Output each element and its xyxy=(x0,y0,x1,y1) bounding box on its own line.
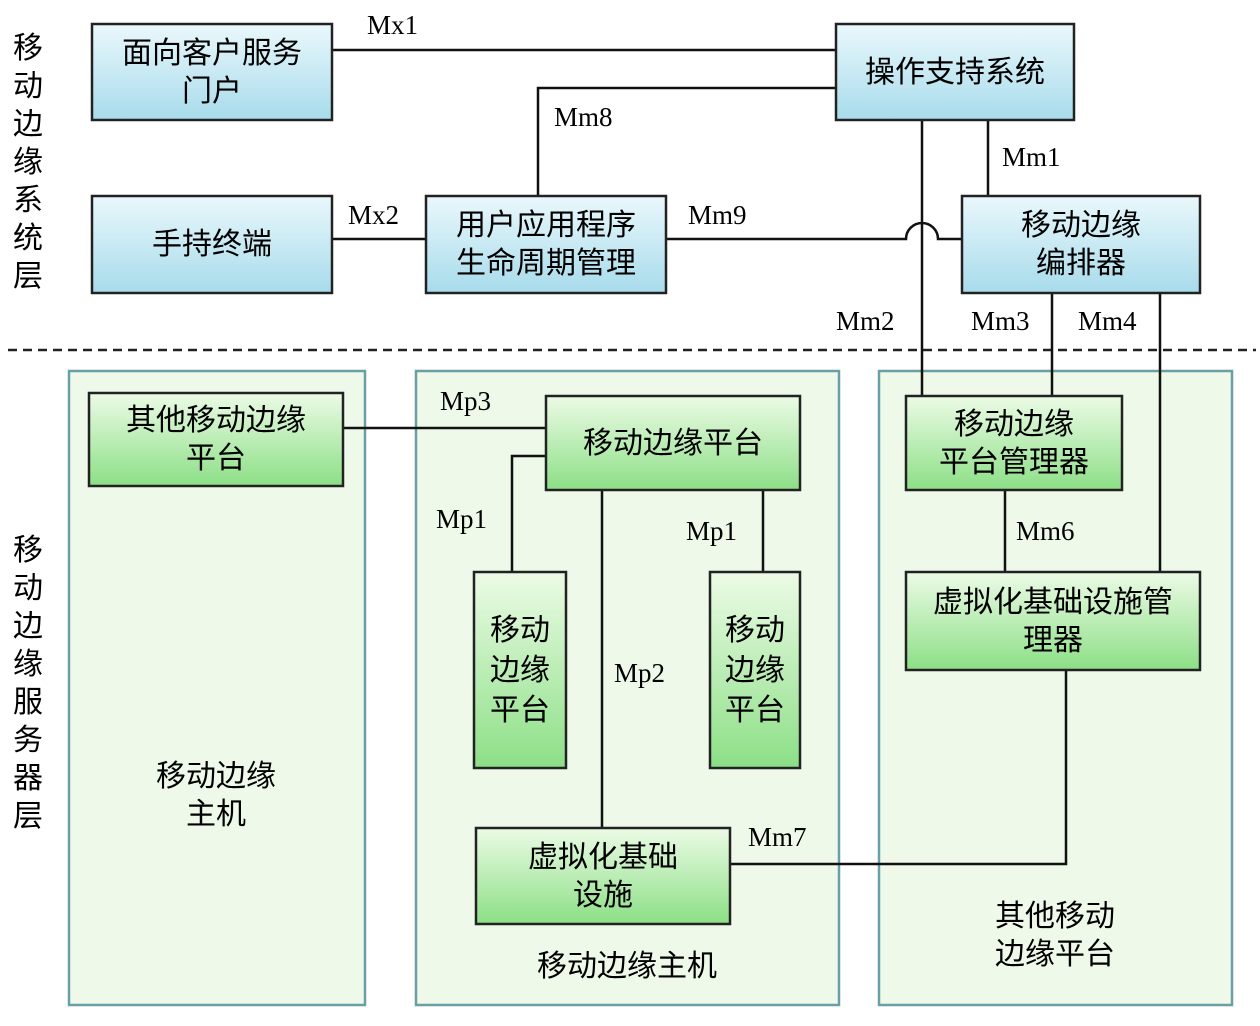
host-right-caption: 其他移动边缘平台 xyxy=(995,899,1115,972)
layer-label-glyph: 统 xyxy=(13,221,43,256)
layer-label-glyph: 动 xyxy=(13,571,43,606)
text-line: 门户 xyxy=(182,74,242,109)
svg-text:虚拟化基础设施: 虚拟化基础设施 xyxy=(528,840,678,913)
text-line: 理器 xyxy=(1023,623,1083,658)
layer-label-glyph: 器 xyxy=(13,761,43,796)
text-line: 设施 xyxy=(573,878,633,913)
layer-label-glyph: 缘 xyxy=(13,647,43,682)
edge-label-mx1: Mx1 xyxy=(367,10,418,40)
text-line: 虚拟化基础 xyxy=(528,840,678,875)
layer-label-glyph: 系 xyxy=(13,183,43,218)
text-line: 移动边缘 xyxy=(954,407,1074,442)
svg-text:其他移动边缘平台: 其他移动边缘平台 xyxy=(126,403,306,476)
text-line: 主机 xyxy=(186,797,246,832)
text-line: 边缘 xyxy=(725,653,785,688)
text-line: 平台 xyxy=(725,693,785,728)
text-line: 移动 xyxy=(725,613,785,648)
vim-box[interactable]: 虚拟化基础设施管理器 xyxy=(904,570,1202,672)
svg-text:移动边缘平台: 移动边缘平台 xyxy=(725,613,785,728)
edge-label-mm1: Mm1 xyxy=(1002,142,1061,172)
text-line: 用户应用程序 xyxy=(456,208,636,243)
me-app-left-box[interactable]: 移动边缘平台 xyxy=(472,570,568,770)
edge-label-mm7: Mm7 xyxy=(748,822,807,852)
text-line: 边缘 xyxy=(490,653,550,688)
text-line: 其他移动 xyxy=(995,899,1115,934)
text-line: 其他移动边缘 xyxy=(126,403,306,438)
layer-label-glyph: 动 xyxy=(13,69,43,104)
text-line: 操作支持系统 xyxy=(865,55,1045,90)
text-line: 面向客户服务 xyxy=(122,36,302,71)
text-line: 移动边缘 xyxy=(156,759,276,794)
edge-label-mm4: Mm4 xyxy=(1078,306,1137,336)
text-line: 边缘平台 xyxy=(995,937,1115,972)
text-line: 平台管理器 xyxy=(939,445,1089,480)
edge-label-mp1-left: Mp1 xyxy=(436,504,487,534)
edge-label-mp1-right: Mp1 xyxy=(686,516,737,546)
text-line: 平台 xyxy=(186,441,246,476)
app-lifecycle-mgmt-box[interactable]: 用户应用程序生命周期管理 xyxy=(424,194,668,295)
layer-label-glyph: 边 xyxy=(13,107,43,142)
layer-label-glyph: 务 xyxy=(13,723,43,758)
text-line: 移动边缘平台 xyxy=(583,426,763,461)
server-layer-label: 移动边缘服务器层 xyxy=(13,533,43,834)
other-me-platform-box[interactable]: 其他移动边缘平台 xyxy=(87,391,345,488)
me-platform-manager-box[interactable]: 移动边缘平台管理器 xyxy=(904,394,1124,492)
edge-label-mp3: Mp3 xyxy=(440,386,491,416)
layer-label-glyph: 服 xyxy=(13,685,43,720)
edge-label-mm3: Mm3 xyxy=(971,306,1030,336)
svg-text:操作支持系统: 操作支持系统 xyxy=(865,55,1045,90)
text-line: 移动边缘主机 xyxy=(537,949,717,984)
edge-label-mx2: Mx2 xyxy=(348,200,399,230)
layer-label-glyph: 移 xyxy=(13,533,43,568)
virtualization-infra-box[interactable]: 虚拟化基础设施 xyxy=(474,826,732,926)
edge-label-mp2: Mp2 xyxy=(614,658,665,688)
text-line: 生命周期管理 xyxy=(456,246,636,281)
edge-label-mm2: Mm2 xyxy=(836,306,895,336)
svg-text:手持终端: 手持终端 xyxy=(152,227,272,262)
mp1-left-line xyxy=(510,454,546,572)
me-orchestrator-box[interactable]: 移动边缘编排器 xyxy=(960,194,1202,295)
text-line: 编排器 xyxy=(1036,246,1126,281)
svg-text:移动边缘平台: 移动边缘平台 xyxy=(583,426,763,461)
text-line: 手持终端 xyxy=(152,227,272,262)
text-line: 虚拟化基础设施管 xyxy=(933,585,1173,620)
layer-label-glyph: 缘 xyxy=(13,145,43,180)
svg-text:移动边缘平台: 移动边缘平台 xyxy=(490,613,550,728)
layer-label-glyph: 移 xyxy=(13,31,43,66)
svg-text:用户应用程序生命周期管理: 用户应用程序生命周期管理 xyxy=(456,208,636,281)
svg-text:面向客户服务门户: 面向客户服务门户 xyxy=(122,36,302,109)
oss-box[interactable]: 操作支持系统 xyxy=(834,22,1076,122)
text-line: 移动 xyxy=(490,613,550,648)
host-middle-caption: 移动边缘主机 xyxy=(537,949,717,984)
host-left-caption: 移动边缘主机 xyxy=(156,759,276,832)
text-line: 移动边缘 xyxy=(1021,208,1141,243)
me-platform-box[interactable]: 移动边缘平台 xyxy=(544,394,802,492)
handheld-terminal-box[interactable]: 手持终端 xyxy=(90,194,334,295)
system-layer-label: 移动边缘系统层 xyxy=(13,31,43,294)
text-line: 平台 xyxy=(490,693,550,728)
svg-text:移动边缘平台管理器: 移动边缘平台管理器 xyxy=(939,407,1089,480)
edge-label-mm6: Mm6 xyxy=(1016,516,1075,546)
svg-text:移动边缘编排器: 移动边缘编排器 xyxy=(1021,208,1141,281)
connectors xyxy=(332,48,1162,866)
layer-label-glyph: 层 xyxy=(13,799,43,834)
mm7-line xyxy=(730,670,1068,866)
layer-label-glyph: 边 xyxy=(13,609,43,644)
layer-label-glyph: 层 xyxy=(13,259,43,294)
edge-label-mm9: Mm9 xyxy=(688,200,747,230)
me-app-right-box[interactable]: 移动边缘平台 xyxy=(708,570,802,770)
mm8-line xyxy=(536,86,836,196)
customer-portal-box[interactable]: 面向客户服务门户 xyxy=(90,22,334,122)
svg-text:虚拟化基础设施管理器: 虚拟化基础设施管理器 xyxy=(933,585,1173,658)
edge-label-mm8: Mm8 xyxy=(554,102,613,132)
